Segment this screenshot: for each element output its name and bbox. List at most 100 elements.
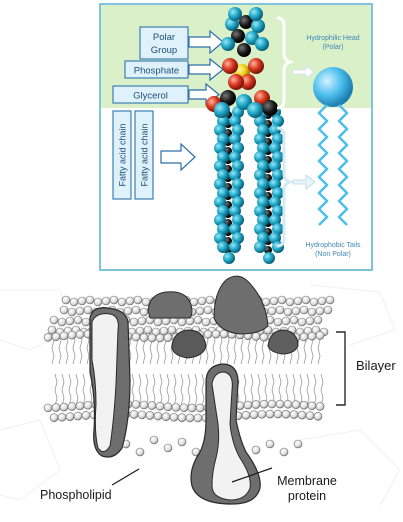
phospholipid-head bbox=[144, 326, 152, 334]
phospholipid-head bbox=[276, 400, 284, 408]
phospholipid-head bbox=[132, 333, 140, 341]
transmembrane-protein-right bbox=[191, 364, 260, 504]
transmembrane-protein-left bbox=[90, 308, 130, 457]
top-panel: Polar Group Phosphate Glycerol Fatty aci… bbox=[100, 4, 372, 270]
phospholipid-head bbox=[82, 411, 90, 419]
embedded-protein-center bbox=[172, 330, 206, 358]
bilayer-label: Bilayer bbox=[356, 358, 396, 373]
phospholipid-head bbox=[270, 297, 278, 305]
glycerol-atom bbox=[247, 102, 263, 118]
phospholipid-head bbox=[134, 296, 142, 304]
phospholipid-head bbox=[60, 403, 68, 411]
phospholipid-head bbox=[280, 448, 288, 456]
phospholipid-head bbox=[66, 317, 74, 325]
phospholipid-head bbox=[186, 414, 194, 422]
glycerol-atom bbox=[214, 102, 230, 118]
peripheral-protein-back-left bbox=[148, 292, 192, 318]
phospholipid-head bbox=[62, 296, 70, 304]
polar-group-label-line1: Polar bbox=[153, 32, 175, 43]
phospholipid-head bbox=[188, 404, 196, 412]
phospholipid-head bbox=[44, 333, 52, 341]
phospholipid-head bbox=[252, 332, 260, 340]
fatty-tail-line bbox=[241, 332, 246, 406]
phospholipid-head bbox=[268, 400, 276, 408]
bilayer-bracket bbox=[336, 332, 345, 405]
phospholipid-head bbox=[76, 330, 84, 338]
fatty-tail-line bbox=[304, 332, 309, 406]
fatty-acid-chain-box-1: Fatty acid chain bbox=[113, 111, 131, 199]
glycerol-atom bbox=[262, 100, 278, 116]
phospholipid-head bbox=[140, 308, 148, 316]
phospholipid-head bbox=[52, 404, 60, 412]
phospholipid-head bbox=[202, 318, 210, 326]
phospholipid-head bbox=[204, 306, 212, 314]
polar-group-label-line2: Group bbox=[151, 45, 177, 56]
phospholipid-head bbox=[78, 297, 86, 305]
fatty-tail-line bbox=[59, 332, 64, 406]
phospholipid-head bbox=[140, 401, 148, 409]
phospholipid-head bbox=[180, 404, 188, 412]
phospholipid-head bbox=[118, 298, 126, 306]
phospholipid-head bbox=[170, 413, 178, 421]
phospholipid-head bbox=[316, 307, 324, 315]
phosphate-label-box: Phosphate bbox=[125, 61, 188, 78]
phosphate-atom bbox=[222, 58, 238, 74]
hydrogen-atom bbox=[223, 252, 235, 264]
hydrogen-atom bbox=[229, 241, 241, 253]
phospholipid-head bbox=[316, 331, 324, 339]
fatty-tail-line bbox=[73, 332, 78, 406]
fatty-tail-line bbox=[164, 332, 169, 406]
phospholipid-head bbox=[70, 298, 78, 306]
phospholipid-head bbox=[178, 318, 186, 326]
phospholipid-head bbox=[300, 333, 308, 341]
membrane-protein-label-line2: protein bbox=[288, 489, 326, 503]
glycerol-label-box: Glycerol bbox=[113, 86, 188, 103]
phospholipid-head bbox=[282, 317, 290, 325]
phospholipid-head bbox=[66, 413, 74, 421]
phospholipid-head bbox=[138, 411, 146, 419]
fatty-acid-chain-label-2: Fatty acid chain bbox=[140, 123, 150, 186]
fatty-tail-line bbox=[66, 332, 71, 406]
phospholipid-head bbox=[178, 438, 186, 446]
phospholipid-head bbox=[68, 403, 76, 411]
fatty-tail-line bbox=[318, 332, 323, 406]
phospholipid-head bbox=[198, 297, 206, 305]
phospholipid-head bbox=[110, 296, 118, 304]
phospholipid-head bbox=[94, 298, 102, 306]
phospholipid-head bbox=[284, 400, 292, 408]
phospholipid-head bbox=[206, 296, 214, 304]
glycerol-label: Glycerol bbox=[133, 91, 168, 102]
phospholipid-head bbox=[178, 414, 186, 422]
phospholipid-head bbox=[58, 318, 66, 326]
phospholipid-head bbox=[132, 306, 140, 314]
phospholipid-head bbox=[126, 297, 134, 305]
fatty-tail-line bbox=[255, 332, 260, 406]
phospholipid-head bbox=[68, 308, 76, 316]
phospholipid-head bbox=[52, 333, 60, 341]
phospholipid-head bbox=[290, 316, 298, 324]
phosphate-atom bbox=[248, 58, 264, 74]
phospholipid-head bbox=[252, 401, 260, 409]
phospholipid-head bbox=[84, 401, 92, 409]
phospholipid-head bbox=[156, 334, 164, 342]
polar-group-atom bbox=[228, 7, 242, 21]
membrane-protein-label-line1: Membrane bbox=[277, 474, 337, 488]
fatty-tail-line bbox=[248, 332, 253, 406]
phospholipid-head bbox=[82, 318, 90, 326]
phospholipid-head bbox=[196, 307, 204, 315]
phospholipid-head bbox=[76, 402, 84, 410]
phospholipid-head bbox=[212, 330, 220, 338]
phospholipid-head bbox=[74, 412, 82, 420]
phospholipid-head bbox=[300, 401, 308, 409]
fatty-tail-line bbox=[52, 332, 57, 406]
phospholipid-head bbox=[74, 316, 82, 324]
phospholipid-head bbox=[260, 400, 268, 408]
fatty-tail-line bbox=[150, 332, 155, 406]
phospholipid-head bbox=[138, 317, 146, 325]
hydrophilic-head-sphere bbox=[313, 67, 353, 107]
phospholipid-head bbox=[252, 446, 260, 454]
bilayer-inner-leaflet-heads bbox=[44, 400, 324, 456]
phospholipid-head bbox=[164, 334, 172, 342]
phospholipid-head bbox=[276, 306, 284, 314]
